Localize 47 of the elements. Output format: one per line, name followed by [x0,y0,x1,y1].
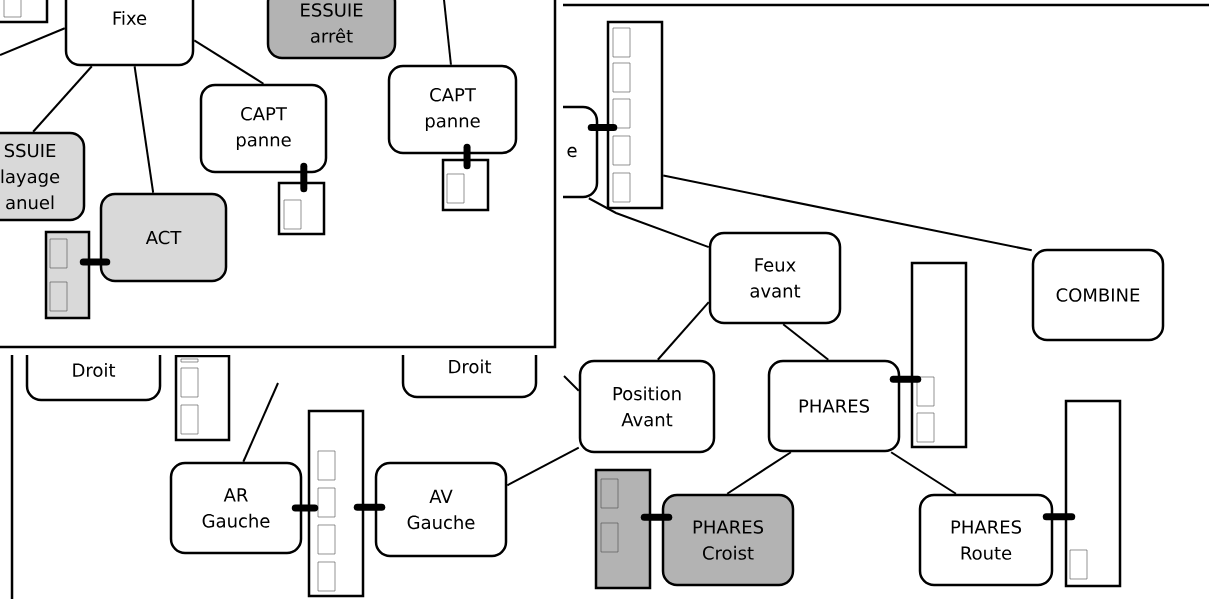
rounded-box: AR Gauche [169,461,303,555]
connector-line [0,27,66,56]
connector-block [441,158,490,212]
connector-line [587,197,710,249]
connector-block [594,468,652,590]
rounded-box: Feux avant [708,231,842,325]
connector-block [44,230,91,320]
connector-bar [353,503,386,511]
connector-line [443,0,452,66]
connector-block [606,20,664,210]
rounded-box: ACT [99,192,228,283]
connector-block [1064,399,1122,588]
connector-bar [79,258,111,266]
rounded-box: AV Gauche [374,461,508,558]
connector-line [656,301,710,361]
connector-bar [291,504,319,512]
connector-line [506,446,580,487]
connector-block [174,354,231,442]
connector-bar [587,124,618,131]
rounded-box: CAPT panne [387,64,518,155]
rounded-box: CAPT panne [199,83,328,174]
connector-line [133,65,155,194]
rounded-box: Fixe [64,0,195,67]
connector-line [726,451,792,495]
rounded-box: ESSUIE arrêt [266,0,397,60]
rounded-box: PHARES Route [918,493,1054,587]
connector-bar [889,375,922,383]
connector-line [193,39,265,85]
connector-block [910,261,968,449]
connector-bar [1042,513,1076,521]
rounded-box: SSUIE layage anuel [0,131,86,222]
connector-line [242,382,279,463]
rounded-box: PHARES [767,359,901,453]
connector-line [32,65,93,133]
connector-bar [300,162,308,193]
connector-line [662,174,1033,252]
connector-line [782,323,830,361]
rounded-box: COMBINE [1031,248,1165,342]
rounded-box: Position Avant [578,359,716,454]
connector-line [890,451,957,495]
connector-block [307,409,365,598]
rounded-box: PHARES Croist [661,493,795,587]
connector-block [0,0,49,24]
connector-block [277,181,326,236]
connector-bar [640,513,673,521]
connector-bar [463,143,471,170]
connector-line [563,375,580,392]
